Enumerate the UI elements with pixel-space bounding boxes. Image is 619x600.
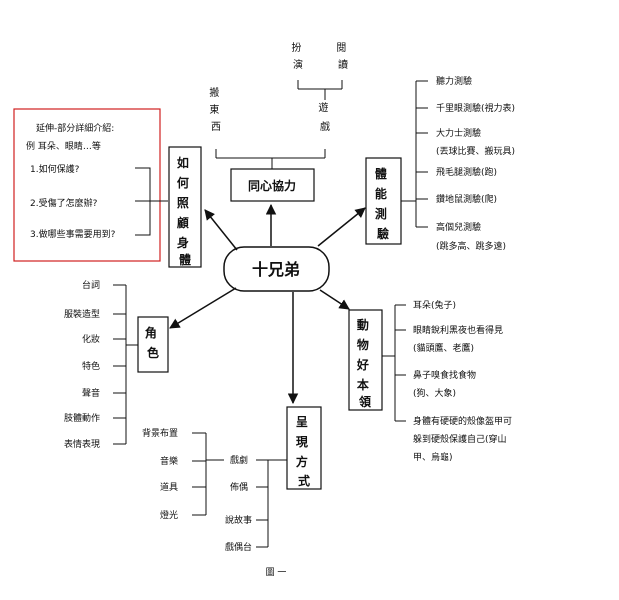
arrow-to-body-test bbox=[317, 207, 366, 247]
present-label: 呈 現 方 式 bbox=[296, 414, 312, 488]
role-item-5: 聲音 bbox=[82, 387, 100, 399]
animal-item-4b: 躲到硬殼保護自己(穿山 bbox=[413, 433, 507, 445]
callout-line-1: 延伸-部分詳細介紹: bbox=[36, 122, 114, 134]
protect-char-0: 如 bbox=[177, 155, 189, 170]
animal-item-3b: (狗、大象) bbox=[413, 387, 456, 399]
animal-label: 動 物 好 本 領 bbox=[356, 317, 373, 409]
body-test-item-5: 鑽地鼠測驗(爬) bbox=[436, 193, 497, 205]
role-item-2: 服裝造型 bbox=[64, 308, 100, 320]
protect-label: 如 何 照 顧 身 體 bbox=[177, 155, 193, 267]
drama-item-4: 燈光 bbox=[160, 509, 178, 521]
role-bracket bbox=[113, 284, 138, 445]
center-label: 十兄弟 bbox=[252, 260, 300, 279]
callout-line-4: 2.受傷了怎麼辦? bbox=[30, 197, 98, 209]
body-test-bracket bbox=[401, 80, 428, 228]
protect-char-1: 何 bbox=[177, 175, 189, 190]
protect-char-5: 體 bbox=[179, 252, 191, 267]
callout-line-2: 例 耳朵、眼睛…等 bbox=[26, 140, 101, 152]
drama-item-1: 背景布置 bbox=[142, 427, 178, 439]
animal-item-1: 耳朵(兔子) bbox=[413, 299, 456, 311]
body-test-item-1: 聽力測驗 bbox=[436, 75, 472, 87]
role-item-7: 表情表現 bbox=[64, 438, 100, 450]
cooperate-move-stuff: 搬 東 西 bbox=[209, 86, 222, 133]
body-test-item-3b: (丟球比賽、搬玩具) bbox=[436, 145, 515, 157]
callout-box bbox=[13, 108, 161, 262]
body-test-item-3: 大力士測驗 bbox=[436, 127, 481, 139]
animal-bracket bbox=[382, 304, 406, 422]
center-node bbox=[223, 246, 330, 292]
role-item-1: 台詞 bbox=[82, 279, 100, 291]
role-item-6: 肢體動作 bbox=[64, 412, 100, 424]
body-test-item-6b: (跳多高、跳多遠) bbox=[436, 240, 506, 252]
arrow-to-protect bbox=[204, 209, 238, 251]
callout-line-5: 3.做哪些事需要用到? bbox=[30, 228, 116, 240]
arrow-to-animal bbox=[319, 289, 350, 310]
role-label: 角 色 bbox=[145, 325, 161, 360]
protect-char-4: 身 bbox=[177, 235, 189, 250]
present-node bbox=[286, 406, 322, 490]
present-item-2: 佈偶 bbox=[230, 481, 248, 493]
protect-char-3: 顧 bbox=[177, 215, 189, 230]
game-item-act: 扮 演 bbox=[291, 41, 304, 71]
present-bracket bbox=[256, 459, 287, 548]
body-test-item-2: 千里眼測驗(視力表) bbox=[436, 102, 515, 114]
protect-char-2: 照 bbox=[177, 195, 189, 210]
drama-bracket bbox=[192, 432, 224, 516]
body-test-item-4: 飛毛腿測驗(跑) bbox=[436, 166, 497, 178]
cooperate-tree bbox=[215, 149, 326, 169]
animal-item-4c: 甲、烏龜) bbox=[413, 451, 453, 463]
animal-node bbox=[348, 309, 383, 411]
game-item-read: 閱 讀 bbox=[336, 42, 349, 71]
arrow-to-role bbox=[169, 287, 237, 329]
animal-item-2: 眼睛銳利黑夜也看得見 bbox=[413, 324, 503, 336]
protect-node bbox=[168, 146, 202, 268]
body-test-label: 體 能 測 驗 bbox=[375, 166, 391, 241]
present-item-3: 說故事 bbox=[225, 514, 252, 526]
role-item-4: 特色 bbox=[82, 360, 100, 372]
animal-item-2b: (貓頭鷹、老鷹) bbox=[413, 342, 474, 354]
games-tree bbox=[297, 80, 343, 100]
body-test-item-6: 高個兒測驗 bbox=[436, 221, 481, 233]
drama-item-2: 音樂 bbox=[160, 455, 178, 467]
role-item-3: 化妝 bbox=[82, 333, 100, 345]
body-test-node bbox=[365, 157, 402, 245]
cooperate-label: 同心協力 bbox=[248, 178, 296, 193]
callout-line-3: 1.如何保護? bbox=[30, 163, 80, 175]
present-item-1: 戲劇 bbox=[230, 454, 248, 466]
present-item-4: 戲偶台 bbox=[225, 541, 252, 553]
animal-item-4: 身體有硬硬的殼像盔甲可 bbox=[413, 415, 512, 427]
drama-item-3: 道具 bbox=[160, 481, 178, 493]
cooperate-games: 遊 戲 bbox=[318, 101, 331, 133]
callout-bracket bbox=[135, 167, 168, 236]
figure-caption: 圖 一 bbox=[266, 567, 287, 578]
animal-item-3: 鼻子嗅食找食物 bbox=[413, 369, 476, 381]
